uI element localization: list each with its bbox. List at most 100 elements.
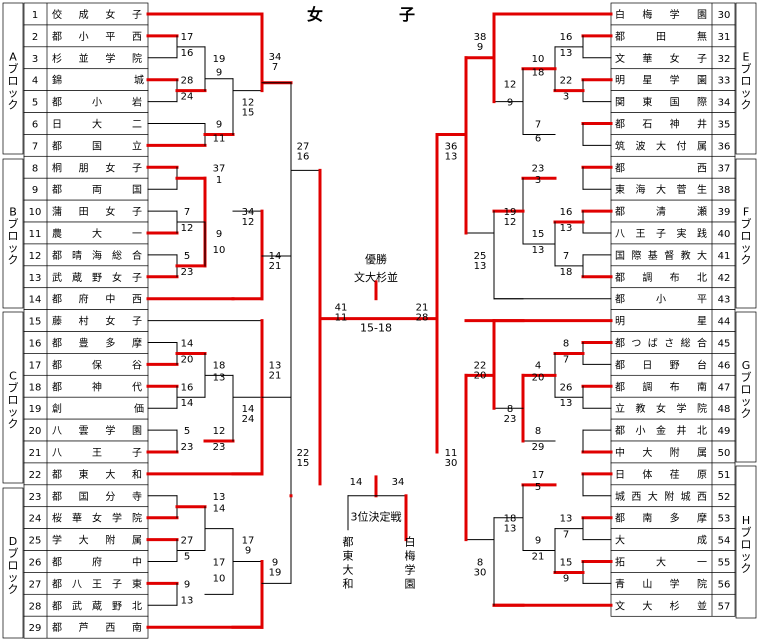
match-score: 23 bbox=[213, 442, 226, 453]
match-score: 23 bbox=[181, 267, 194, 278]
match-score: 17 bbox=[181, 32, 194, 43]
team-number: 18 bbox=[29, 382, 42, 393]
match-score: 12 bbox=[504, 217, 517, 228]
team-cell bbox=[23, 265, 149, 289]
match-score: 37 bbox=[213, 163, 226, 174]
team-number: 38 bbox=[718, 185, 731, 196]
match-score: 12 bbox=[213, 426, 226, 437]
team-number: 19 bbox=[29, 404, 42, 415]
match-score: 14 bbox=[269, 251, 282, 262]
team-number: 37 bbox=[718, 163, 731, 174]
match-score: 15 bbox=[532, 229, 545, 240]
match-score: 19 bbox=[504, 207, 517, 218]
team-cell bbox=[23, 440, 149, 464]
match-score: 21 bbox=[532, 552, 545, 563]
team-number: 26 bbox=[29, 558, 42, 569]
team-cell bbox=[610, 155, 736, 179]
team-number: 27 bbox=[29, 579, 42, 590]
match-score: 13 bbox=[560, 514, 573, 525]
block-box bbox=[735, 2, 757, 155]
team-cell bbox=[610, 418, 736, 442]
match-score: 13 bbox=[532, 245, 545, 256]
team-number: 29 bbox=[29, 623, 42, 634]
match-score: 30 bbox=[445, 458, 458, 469]
team-name: 都八王子東 bbox=[52, 577, 142, 590]
match-score: 20 bbox=[181, 354, 194, 365]
team-cell bbox=[610, 177, 736, 201]
match-score: 23 bbox=[532, 163, 545, 174]
match-score: 9 bbox=[477, 42, 483, 53]
team-number: 45 bbox=[718, 339, 731, 350]
team-name: 東海大菅生 bbox=[615, 183, 707, 196]
team-number: 54 bbox=[718, 536, 731, 547]
match-score: 19 bbox=[269, 568, 282, 579]
team-number: 55 bbox=[718, 558, 731, 569]
team-number: 48 bbox=[718, 404, 731, 415]
team-number: 35 bbox=[718, 120, 731, 131]
team-number: 47 bbox=[718, 382, 731, 393]
team-number: 10 bbox=[29, 207, 42, 218]
match-score: 21 bbox=[416, 303, 429, 314]
team-number: 16 bbox=[29, 339, 42, 350]
team-number: 22 bbox=[29, 470, 42, 481]
team-number: 11 bbox=[29, 229, 42, 240]
team-name: 都小金井北 bbox=[615, 424, 707, 437]
team-number: 28 bbox=[29, 601, 42, 612]
match-score: 12 bbox=[181, 223, 194, 234]
team-number: 20 bbox=[29, 426, 42, 437]
match-score: 20 bbox=[532, 372, 545, 383]
match-score: 7 bbox=[563, 354, 569, 365]
third-score-left: 14 bbox=[350, 477, 363, 488]
team-cell bbox=[23, 90, 149, 113]
team-cell bbox=[610, 199, 736, 223]
match-score: 5 bbox=[184, 251, 190, 262]
match-score: 14 bbox=[181, 398, 194, 409]
match-score: 13 bbox=[445, 151, 458, 162]
team-number: 39 bbox=[718, 207, 731, 218]
team-number: 4 bbox=[32, 76, 38, 87]
team-cell bbox=[610, 309, 736, 332]
match-score: 18 bbox=[560, 267, 573, 278]
match-score: 23 bbox=[504, 414, 517, 425]
team-number: 31 bbox=[718, 32, 731, 43]
block-box bbox=[2, 158, 24, 309]
team-number: 32 bbox=[718, 54, 731, 65]
match-score: 9 bbox=[563, 573, 569, 584]
third-right-team: 白梅学園 bbox=[405, 535, 416, 591]
team-number: 36 bbox=[718, 141, 731, 152]
match-score: 5 bbox=[184, 552, 190, 563]
team-number: 42 bbox=[718, 273, 731, 284]
match-score: 22 bbox=[560, 76, 573, 87]
match-score: 9 bbox=[507, 98, 513, 109]
team-number: 44 bbox=[718, 317, 731, 328]
match-score: 23 bbox=[181, 442, 194, 453]
match-score: 12 bbox=[242, 98, 255, 109]
team-cell bbox=[610, 287, 736, 311]
match-score: 30 bbox=[474, 568, 487, 579]
team-number: 56 bbox=[718, 579, 731, 590]
team-number: 21 bbox=[29, 448, 42, 459]
team-number: 24 bbox=[29, 514, 42, 525]
match-score: 27 bbox=[181, 536, 194, 547]
match-score: 16 bbox=[181, 382, 194, 393]
team-number: 13 bbox=[29, 273, 42, 284]
match-score: 9 bbox=[245, 546, 251, 557]
team-number: 3 bbox=[32, 54, 38, 65]
team-number: 7 bbox=[32, 141, 38, 152]
match-score: 7 bbox=[272, 62, 278, 73]
match-score: 11 bbox=[445, 448, 458, 459]
match-score: 10 bbox=[213, 573, 226, 584]
match-score: 7 bbox=[563, 530, 569, 541]
team-number: 30 bbox=[718, 10, 731, 21]
match-score: 9 bbox=[184, 579, 190, 590]
team-cell bbox=[610, 24, 736, 48]
match-score: 38 bbox=[474, 32, 487, 43]
team-number: 52 bbox=[718, 492, 731, 503]
third-place-label: 3位決定戦 bbox=[351, 510, 402, 524]
